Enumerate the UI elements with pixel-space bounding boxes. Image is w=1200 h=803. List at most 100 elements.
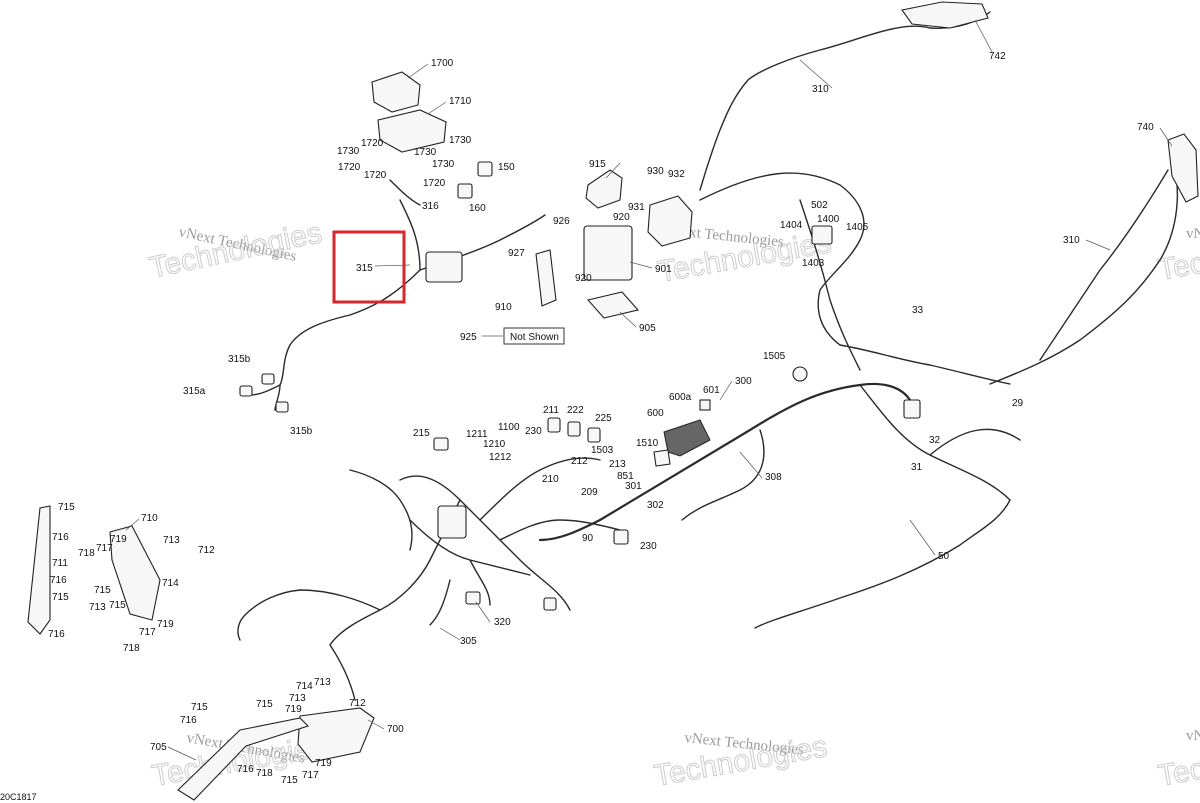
- callout-714: 714: [162, 578, 179, 589]
- battery-holder-910: [535, 249, 557, 307]
- module-base-1710: [377, 109, 447, 153]
- callout-308: 308: [765, 472, 782, 483]
- callout-1710: 1710: [449, 96, 472, 107]
- callout-712: 712: [349, 698, 366, 709]
- connector-230: [613, 529, 629, 545]
- callout-600a: 600a: [669, 392, 692, 403]
- connector-500: [543, 597, 557, 611]
- callout-230: 230: [525, 426, 542, 437]
- callout-1400: 1400: [817, 214, 840, 225]
- bracket-705: [177, 717, 310, 801]
- callout-209: 209: [581, 487, 598, 498]
- callout-1700: 1700: [431, 58, 454, 69]
- callout-910: 910: [495, 302, 512, 313]
- callout-717: 717: [139, 627, 156, 638]
- callout-1730: 1730: [414, 147, 437, 158]
- callout-715: 715: [58, 502, 75, 513]
- highlight-box: [332, 230, 406, 304]
- callout-310: 310: [1063, 235, 1080, 246]
- callout-labels: 1700 1710 1720 1720 1720 1720 1730 1730 …: [48, 51, 1154, 786]
- callout-31: 31: [911, 462, 923, 473]
- callout-600: 600: [647, 408, 664, 419]
- callout-315: 315: [356, 263, 373, 274]
- callout-718: 718: [123, 643, 140, 654]
- module-930: [647, 195, 693, 247]
- light-700: [297, 707, 375, 763]
- callout-713: 713: [314, 677, 331, 688]
- callout-315b: 315b: [228, 354, 251, 365]
- callout-1510: 1510: [636, 438, 659, 449]
- callout-1211: 1211: [466, 429, 488, 440]
- components: [27, 1, 1199, 801]
- pad-905: [586, 291, 640, 319]
- callout-905: 905: [639, 323, 656, 334]
- callout-901: 901: [655, 264, 672, 275]
- callout-705: 705: [150, 742, 167, 753]
- module-cover-1700: [371, 71, 421, 113]
- watermark-tech-1: Technologies: [147, 216, 325, 285]
- callout-715: 715: [109, 600, 126, 611]
- callout-718: 718: [256, 768, 273, 779]
- harness-wires: [237, 11, 1179, 701]
- relay-block-910: [903, 399, 921, 419]
- leader-lines: [125, 19, 1173, 761]
- callout-310: 310: [812, 84, 829, 95]
- callout-713: 713: [163, 535, 180, 546]
- callout-316: 316: [422, 201, 439, 212]
- light-710: [109, 525, 161, 621]
- figure-id: 20C1817: [0, 792, 37, 802]
- callout-920: 920: [613, 212, 630, 223]
- callout-1720: 1720: [364, 170, 387, 181]
- callout-713: 713: [289, 693, 306, 704]
- callout-1405: 1405: [846, 222, 869, 233]
- callout-160: 160: [469, 203, 486, 214]
- callout-926: 926: [553, 216, 570, 227]
- callout-90: 90: [582, 533, 594, 544]
- callout-315b: 315b: [290, 426, 313, 437]
- part-1510: [653, 449, 671, 467]
- callout-716: 716: [180, 715, 197, 726]
- callout-215: 215: [413, 428, 430, 439]
- callout-714: 714: [296, 681, 313, 692]
- callout-920: 920: [575, 273, 592, 284]
- callout-1210: 1210: [483, 439, 506, 450]
- callout-300: 300: [735, 376, 752, 387]
- fuse-box-316: [425, 251, 463, 283]
- callout-1730: 1730: [432, 159, 455, 170]
- watermark-vnext-3: vNext Technologies: [1186, 226, 1200, 242]
- light-740: [1167, 133, 1199, 203]
- callout-210: 210: [542, 474, 559, 485]
- callout-915: 915: [589, 159, 606, 170]
- ring-1505: [792, 366, 808, 382]
- callout-930: 930: [647, 166, 664, 177]
- callout-315a: 315a: [183, 386, 206, 397]
- callout-150: 150: [498, 162, 515, 173]
- callout-1730: 1730: [337, 146, 360, 157]
- connector-211: [547, 417, 561, 433]
- callout-740: 740: [1137, 122, 1154, 133]
- callout-719: 719: [315, 758, 332, 769]
- callout-927: 927: [508, 248, 525, 259]
- callout-301: 301: [625, 481, 642, 492]
- callout-222: 222: [567, 405, 584, 416]
- connector-215: [433, 437, 449, 451]
- callout-302: 302: [647, 500, 664, 511]
- callout-717: 717: [302, 770, 319, 781]
- callout-719: 719: [285, 704, 302, 715]
- bracket-711: [27, 505, 51, 635]
- callout-710: 710: [141, 513, 158, 524]
- callout-1404: 1404: [780, 220, 803, 231]
- callout-29: 29: [1012, 398, 1024, 409]
- note-box: [503, 327, 565, 345]
- callout-717: 717: [96, 543, 113, 554]
- watermark-vnext-6: vNext Technologies: [1186, 728, 1200, 744]
- note-ref: 925: [460, 332, 477, 343]
- callout-718: 718: [78, 548, 95, 559]
- fuse-block: [437, 505, 467, 539]
- module-600: [663, 419, 711, 457]
- connector-315b: [261, 373, 275, 385]
- callout-719: 719: [157, 619, 174, 630]
- callout-601: 601: [703, 385, 720, 396]
- battery-901: [583, 225, 633, 281]
- callout-1503: 1503: [591, 445, 614, 456]
